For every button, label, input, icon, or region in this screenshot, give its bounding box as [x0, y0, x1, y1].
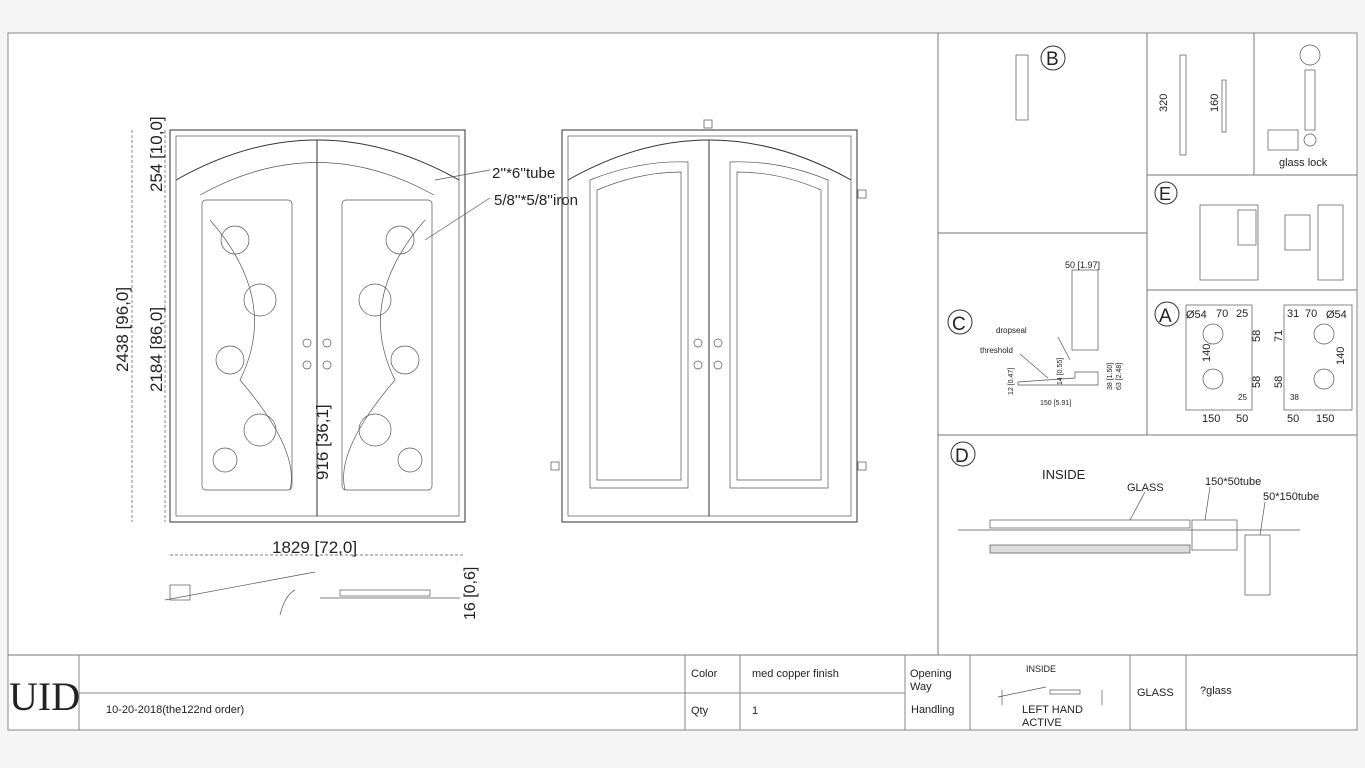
hinge-drawing: [1179, 44, 1321, 156]
color-value: med copper finish: [752, 668, 839, 680]
detail-a-drawing: [1185, 304, 1353, 411]
handing-value-2: ACTIVE: [1022, 717, 1062, 729]
detail-e-drawing: [1199, 204, 1344, 281]
marker-circle-e: [1154, 181, 1178, 205]
a-left-140: 140: [1201, 344, 1213, 362]
front-door-drawing: [131, 129, 491, 556]
a-right-38: 38: [1290, 393, 1299, 402]
a-left-150: 150: [1202, 413, 1220, 425]
a-left-70: 70: [1216, 308, 1228, 320]
handing-inside: INSIDE: [1026, 664, 1056, 674]
marker-circle-a: [1154, 301, 1180, 327]
d-tube1: 150*50tube: [1205, 476, 1261, 488]
detail-b-drawing: [1015, 54, 1029, 121]
marker-circle-b: [1040, 45, 1066, 71]
marker-e: E: [1159, 184, 1171, 204]
color-label: Color: [691, 668, 718, 680]
a-left-dia: Ø54: [1186, 309, 1207, 321]
detail-c-drawing: [1017, 269, 1099, 386]
dim-top: 254 [10,0]: [147, 116, 166, 192]
a-right-71: 71: [1273, 330, 1285, 342]
logo: UID: [9, 674, 80, 719]
a-right-31: 31: [1287, 308, 1299, 320]
glass-lock-label: glass lock: [1279, 157, 1328, 169]
qty-value: 1: [752, 705, 758, 717]
dim-320: 320: [1158, 94, 1170, 112]
a-right-140: 140: [1335, 347, 1347, 365]
sheet-frame: [7, 32, 1358, 731]
detail-grid: [938, 33, 1357, 436]
label-iron: 5/8''*5/8''iron: [494, 192, 578, 209]
order-text: 10-20-2018(the122nd order): [106, 704, 244, 716]
c-threshold: threshold: [980, 346, 1013, 355]
title-block-grid: [78, 655, 1187, 730]
glass-value: ?glass: [1200, 685, 1232, 697]
a-right-50: 50: [1287, 413, 1299, 425]
a-right-58: 58: [1273, 376, 1285, 388]
label-tube: 2''*6''tube: [492, 165, 555, 182]
glass-label: GLASS: [1137, 687, 1174, 699]
qty-label: Qty: [691, 705, 709, 717]
a-left-25b: 25: [1238, 393, 1247, 402]
back-door-drawing: [550, 119, 867, 523]
dim-width: 1829 [72,0]: [272, 538, 357, 557]
a-right-150: 150: [1316, 413, 1334, 425]
c-dropseal: dropseal: [996, 326, 1027, 335]
detail-d-drawing: [958, 486, 1300, 596]
a-right-70: 70: [1305, 308, 1317, 320]
c-dim-12: 12 [0.47]: [1008, 368, 1015, 395]
dim-total-height: 2438 [96,0]: [113, 287, 132, 372]
marker-d: D: [955, 446, 969, 467]
a-left-50: 50: [1236, 413, 1248, 425]
a-left-25: 25: [1236, 308, 1248, 320]
handling-label: Handling: [911, 704, 954, 716]
dim-160: 160: [1209, 94, 1221, 112]
d-tube2: 50*150tube: [1263, 491, 1319, 503]
c-dim-38: 38 [1.50]: [1107, 363, 1114, 390]
c-dim-150: 150 [5.91]: [1040, 400, 1071, 407]
marker-b: B: [1046, 49, 1059, 70]
c-dim-top: 50 [1.97]: [1065, 260, 1100, 270]
plan-view-drawing: [164, 571, 460, 616]
d-glass: GLASS: [1127, 482, 1164, 494]
handing-value-1: LEFT HAND: [1022, 704, 1083, 716]
marker-c: C: [952, 314, 966, 335]
marker-circle-c: [947, 309, 973, 335]
dim-door-height: 2184 [86,0]: [147, 307, 166, 392]
d-inside: INSIDE: [1042, 467, 1086, 482]
dim-handle-height: 916 [36,1]: [313, 404, 332, 480]
c-dim-14: 14 [0.55]: [1057, 358, 1064, 385]
dim-plan: 16 [0,6]: [462, 567, 479, 620]
marker-a: A: [1159, 306, 1172, 327]
a-left-58a: 58: [1251, 330, 1263, 342]
a-right-dia: Ø54: [1326, 309, 1347, 321]
handing-icon: [997, 686, 1103, 705]
marker-circle-d: [950, 441, 976, 467]
opening-way-label: Opening Way: [910, 668, 952, 693]
c-dim-63: 63 [2.48]: [1116, 363, 1123, 390]
a-left-58b: 58: [1251, 376, 1263, 388]
